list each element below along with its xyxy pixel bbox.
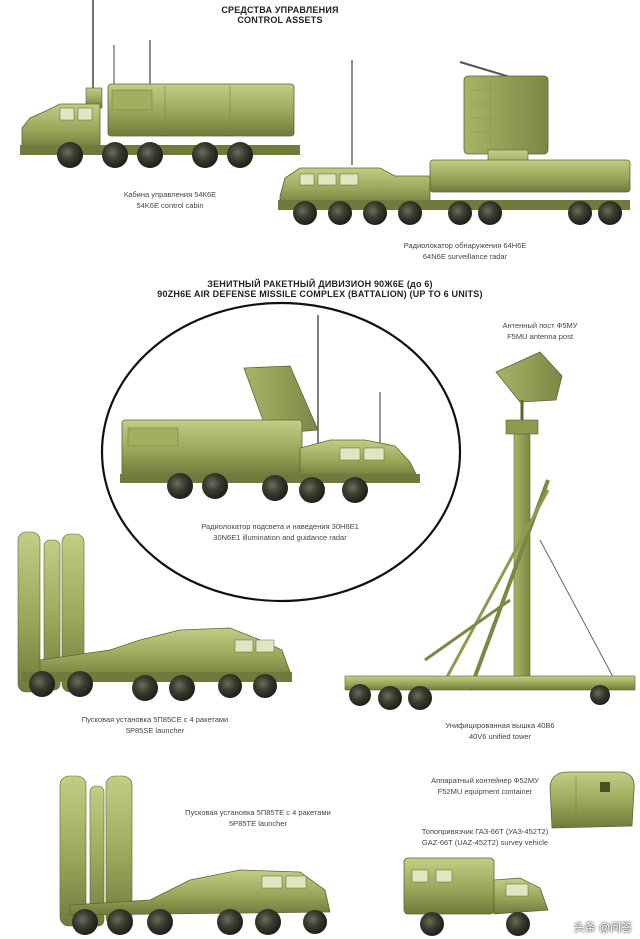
caption-launcher-5p85te-en: 5P85TE launcher [229, 819, 287, 828]
caption-launcher-5p85se: Пусковая установка 5П85СЕ с 4 ракетами 5… [55, 714, 255, 736]
header-title-ru: СРЕДСТВА УПРАВЛЕНИЯ [221, 5, 339, 15]
survey-vehicle [403, 857, 549, 936]
caption-survey-vehicle-en: GAZ-66T (UAZ-452T2) survey vehicle [421, 838, 549, 847]
caption-antenna-post: Антенный пост Ф5МУ F5MU antenna post [470, 320, 610, 342]
caption-illumination-radar-ru: Радиолокатор подсвета и наведения 30Н6Е1 [201, 522, 359, 531]
highlight-ellipse [100, 301, 462, 603]
caption-antenna-post-ru: Антенный пост Ф5МУ [502, 321, 578, 330]
caption-surveillance-radar: Радиолокатор обнаружения 64Н6Е 64N6E sur… [365, 240, 565, 262]
caption-equipment-container: Аппаратный контейнер Ф52МУ F52MU equipme… [405, 775, 565, 797]
control-cabin-vehicle [20, 0, 300, 168]
section-title-en: 90ZH6E AIR DEFENSE MISSILE COMPLEX (BATT… [157, 289, 483, 299]
caption-unified-tower: Унифицированная вышка 40В6 40V6 unified … [420, 720, 580, 742]
unified-tower [344, 351, 636, 710]
header-title: СРЕДСТВА УПРАВЛЕНИЯ CONTROL ASSETS [190, 5, 370, 25]
surveillance-radar-vehicle [278, 60, 631, 225]
caption-survey-vehicle: Топопривязчик ГАЗ-66Т (УАЗ-452Т2) GAZ-66… [390, 826, 580, 848]
caption-survey-vehicle-ru: Топопривязчик ГАЗ-66Т (УАЗ-452Т2) [421, 827, 549, 836]
watermark: 头条 @问答 [573, 922, 632, 934]
caption-launcher-5p85se-en: 5P85SE launcher [125, 726, 185, 735]
caption-surveillance-radar-en: 64N6E surveillance radar [422, 252, 508, 261]
section-title-ru: ЗЕНИТНЫЙ РАКЕТНЫЙ ДИВИЗИОН 90Ж6Е (до 6) [207, 279, 433, 289]
caption-unified-tower-ru: Унифицированная вышка 40В6 [445, 721, 555, 730]
caption-launcher-5p85te-ru: Пусковая установка 5П85ТЕ с 4 ракетами [185, 808, 331, 817]
caption-launcher-5p85se-ru: Пусковая установка 5П85СЕ с 4 ракетами [81, 715, 229, 724]
section-title: ЗЕНИТНЫЙ РАКЕТНЫЙ ДИВИЗИОН 90Ж6Е (до 6) … [130, 279, 510, 299]
caption-control-cabin-en: 54K6E control cabin [136, 201, 204, 210]
header-title-en: CONTROL ASSETS [237, 15, 323, 25]
launcher-5p85te-vehicle [59, 775, 331, 935]
caption-control-cabin: Кабина управления 54К6Е 54K6E control ca… [70, 189, 270, 211]
caption-antenna-post-en: F5MU antenna post [507, 332, 573, 341]
equipment-container [549, 771, 635, 829]
caption-unified-tower-en: 40V6 unified tower [468, 732, 532, 741]
caption-illumination-radar-en: 30N6E1 illumination and guidance radar [213, 533, 347, 542]
caption-illumination-radar: Радиолокатор подсвета и наведения 30Н6Е1… [160, 521, 400, 543]
caption-surveillance-radar-ru: Радиолокатор обнаружения 64Н6Е [403, 241, 527, 250]
caption-equipment-container-ru: Аппаратный контейнер Ф52МУ [431, 776, 539, 785]
launcher-5p85se-vehicle [17, 531, 292, 701]
caption-equipment-container-en: F52MU equipment container [437, 787, 533, 796]
illumination-radar-vehicle [120, 315, 420, 503]
caption-control-cabin-ru: Кабина управления 54К6Е [123, 190, 217, 199]
caption-launcher-5p85te: Пусковая установка 5П85ТЕ с 4 ракетами 5… [158, 807, 358, 829]
